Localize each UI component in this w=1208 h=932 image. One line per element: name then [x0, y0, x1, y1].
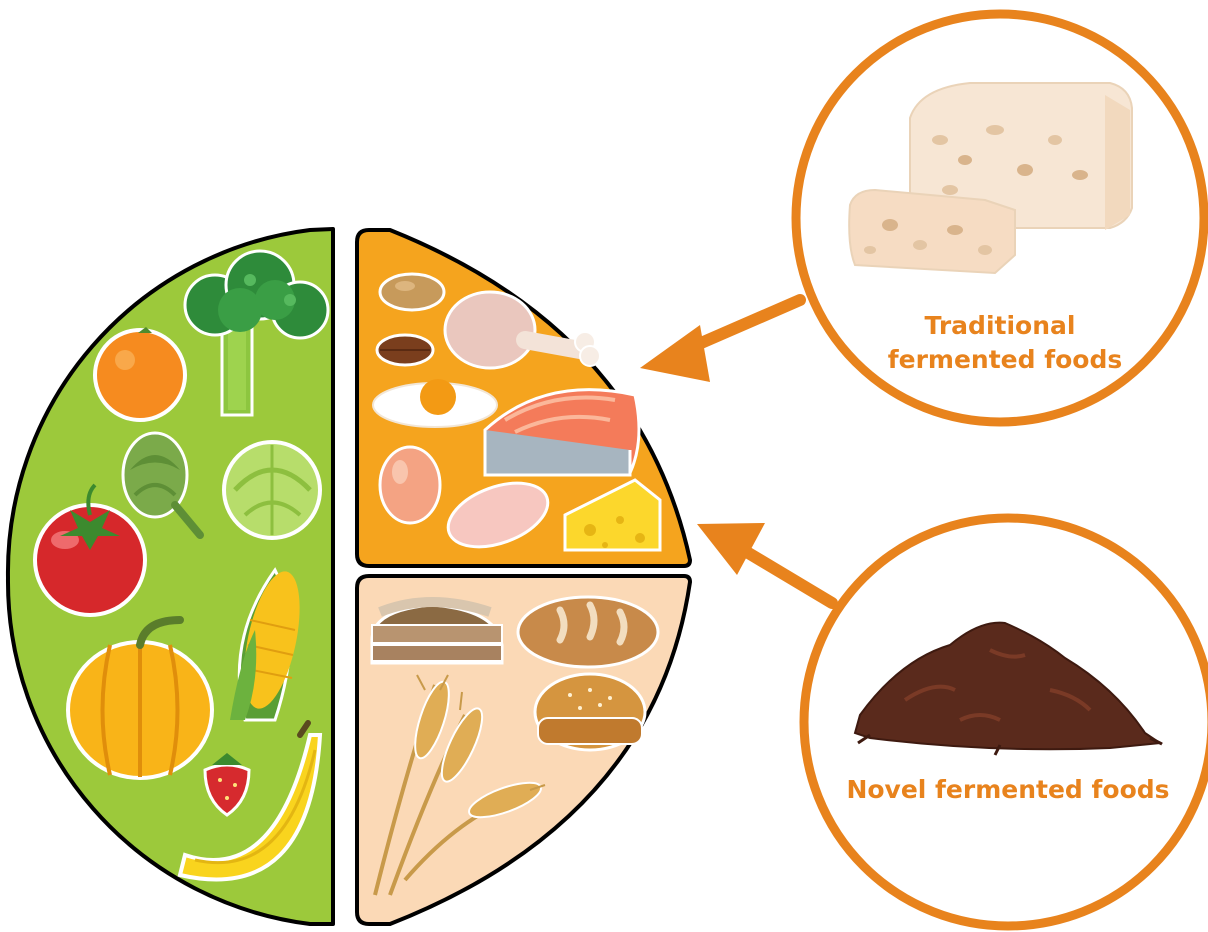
orange-icon: [95, 327, 185, 420]
novel-fermented-foods-circle: Novel fermented foods: [804, 518, 1208, 926]
arrow-novel-to-proteins: [697, 523, 832, 603]
beans-icon: [380, 274, 444, 310]
cabbage-icon: [224, 442, 320, 538]
bread-loaf-icon: [518, 597, 658, 667]
traditional-fermented-foods-circle: Traditional fermented foods: [796, 14, 1204, 422]
plate-vegetables-section: [8, 229, 333, 924]
traditional-label-line1: Traditional: [925, 311, 1076, 340]
sliced-bread-icon: [372, 602, 502, 663]
arrow-traditional-to-proteins: [640, 300, 800, 382]
bun-icon: [535, 674, 645, 750]
pecan-icon: [377, 335, 433, 365]
traditional-label-line2: fermented foods: [888, 345, 1122, 374]
novel-label: Novel fermented foods: [846, 775, 1169, 804]
plate-proteins-section: [357, 230, 690, 566]
chicken-leg-icon: [445, 292, 600, 368]
egg-icon: [380, 447, 440, 523]
plate-grains-section: [357, 576, 690, 924]
